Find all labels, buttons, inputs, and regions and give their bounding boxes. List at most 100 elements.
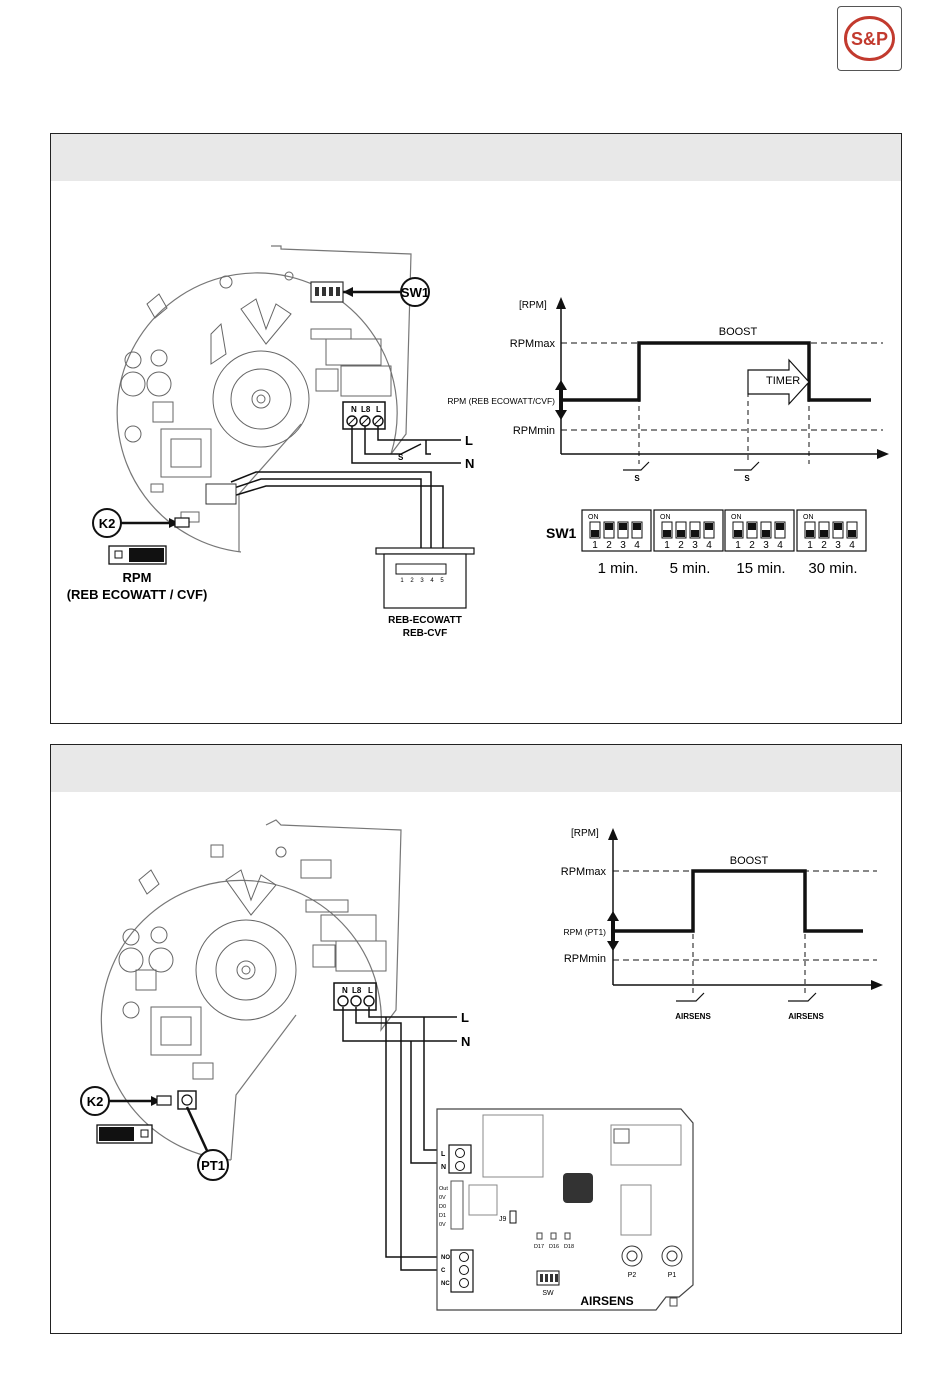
brand-logo: S&P — [837, 6, 902, 71]
dip-number: 1 — [807, 540, 813, 551]
dip-number: 2 — [749, 540, 755, 551]
rpm-min-label: RPMmin — [564, 953, 606, 965]
pcb-connector — [205, 483, 237, 505]
reb-controller — [383, 553, 467, 609]
boost-label: BOOST — [719, 326, 758, 338]
airsens-0v-2: 0V — [439, 1222, 446, 1228]
dip-knob — [848, 530, 856, 537]
airsens-sw-label: SW — [542, 1290, 554, 1297]
sw1-callout-label: SW1 — [401, 285, 429, 300]
rpm-caption-sub: (REB ECOWATT / CVF) — [67, 587, 208, 602]
k2-callout-label: K2 — [99, 516, 116, 531]
reb-caption-sub: REB-CVF — [403, 628, 447, 639]
airsens-j9: J9 — [499, 1216, 507, 1223]
k2-jumper-pcb — [174, 517, 190, 528]
airsens-title: AIRSENS — [580, 1294, 633, 1308]
reb-pin-2: 2 — [410, 578, 414, 584]
dip-number: 3 — [620, 540, 626, 551]
sw1-table-label: SW1 — [546, 525, 577, 541]
panel-header-bar — [51, 745, 901, 792]
panel-header-bar — [51, 134, 901, 181]
dip-number: 4 — [849, 540, 855, 551]
airsens-out: Out — [439, 1186, 448, 1192]
sw1-on-label: ON — [731, 514, 742, 521]
pt1-callout — [197, 1149, 229, 1181]
airsens-nc: NC — [441, 1281, 450, 1287]
reb-pin-4: 4 — [430, 578, 434, 584]
dip-number: 2 — [606, 540, 612, 551]
dip-number: 1 — [664, 540, 670, 551]
reb-pin-3: 3 — [420, 578, 424, 584]
k2-jumper-pcb — [156, 1095, 172, 1106]
dip-number: 3 — [692, 540, 698, 551]
dip-number: 2 — [821, 540, 827, 551]
sw1-on-label: ON — [588, 514, 599, 521]
terminal-l8: L8 — [361, 405, 371, 414]
line-l-label: L — [461, 1010, 469, 1025]
terminal-l8: L8 — [352, 986, 362, 995]
airsens-term-n: N — [441, 1164, 446, 1171]
line-n-label: N — [461, 1034, 470, 1049]
airsens-p2: P2 — [628, 1272, 637, 1279]
rpm-min-label: RPMmin — [513, 425, 555, 437]
y-unit-label: [RPM] — [519, 300, 547, 311]
dip-knob — [605, 523, 613, 530]
pt1-callout-label: PT1 — [201, 1158, 225, 1173]
airsens-mcu — [563, 1173, 593, 1203]
airsens-p1: P1 — [668, 1272, 677, 1279]
pcb-components — [120, 271, 392, 523]
sw1-on-label: ON — [660, 514, 671, 521]
rpm-caption: RPM — [123, 570, 152, 585]
graph1-switch-1: S — [634, 474, 640, 483]
switch-s-label: S — [398, 453, 404, 462]
k2-callout-label: K2 — [87, 1094, 104, 1109]
panel-airsens: N L8 L L N K2 PT1 — [50, 744, 902, 1334]
reb-pin-5: 5 — [440, 578, 444, 584]
dip-knob — [748, 523, 756, 530]
airsens-term-l: L — [441, 1151, 446, 1158]
graph1-switch-2: S — [744, 474, 750, 483]
logo-mark: S&P — [844, 16, 895, 61]
rpm-max-label: RPMmax — [510, 338, 556, 350]
k2-callout — [92, 508, 122, 538]
airsens-0v-1: 0V — [439, 1195, 446, 1201]
dip-knob — [663, 530, 671, 537]
pcb-outline — [100, 819, 402, 1161]
terminal-l: L — [368, 986, 373, 995]
graph2-switch-1: AIRSENS — [675, 1012, 711, 1021]
boost-label: BOOST — [730, 855, 769, 867]
panel2-diagram: N L8 L L N K2 PT1 — [80, 819, 883, 1311]
airsens-no: NO — [441, 1255, 450, 1261]
panel-reb-ecowatt: SW1 N L8 L L N S K2 RPM — [50, 133, 902, 724]
line-l-label: L — [465, 433, 473, 448]
dip-knob — [591, 530, 599, 537]
logo-text: S&P — [851, 29, 888, 49]
dip-knob — [834, 523, 842, 530]
dip-number: 1 — [592, 540, 598, 551]
dip-number: 3 — [763, 540, 769, 551]
airsens-d18: D18 — [564, 1244, 574, 1250]
mains-wiring — [342, 1007, 457, 1271]
dip-number: 4 — [706, 540, 712, 551]
graph2-switch-2: AIRSENS — [788, 1012, 824, 1021]
dip-knob — [820, 530, 828, 537]
dip-knob — [705, 523, 713, 530]
y-unit-label: [RPM] — [571, 828, 599, 839]
rpm-graph-1: TIMER [RPM] RPMmax RPM (REB ECOWATT/CVF)… — [447, 297, 889, 483]
rpm-mid-label: RPM (PT1) — [564, 927, 607, 937]
time-5min: 5 min. — [670, 560, 711, 577]
dip-number: 1 — [735, 540, 741, 551]
sw1-on-label: ON — [803, 514, 814, 521]
terminal-l: L — [376, 405, 381, 414]
k2-callout — [80, 1086, 110, 1116]
terminal-n: N — [342, 986, 348, 995]
dip-knob — [633, 523, 641, 530]
time-15min: 15 min. — [736, 560, 785, 577]
dip-number: 2 — [678, 540, 684, 551]
airsens-d1: D1 — [439, 1213, 446, 1219]
dip-knob — [762, 530, 770, 537]
dip-number: 4 — [634, 540, 640, 551]
